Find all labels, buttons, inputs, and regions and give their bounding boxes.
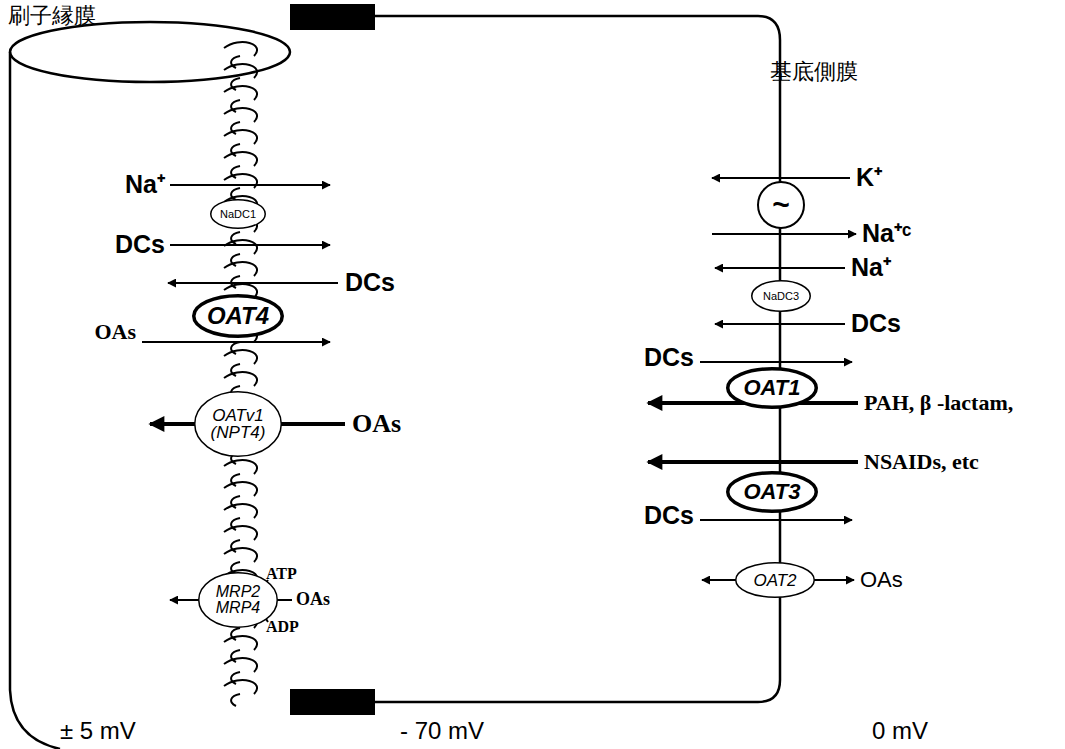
flux-arrow: [700, 519, 852, 521]
flux-arrow: [700, 361, 852, 363]
tight-junction: [290, 689, 375, 715]
membrane-name: 刷子縁膜: [8, 4, 96, 28]
substrate-label: DCs: [644, 344, 694, 372]
substrate-label: OAs: [860, 568, 903, 592]
transporter-name: OAT4: [207, 304, 269, 328]
flux-arrow: [170, 244, 330, 246]
microvillus-loop: [224, 658, 257, 672]
transporter-name: ~: [772, 190, 790, 220]
transporter-name: NaDC1: [220, 209, 256, 220]
microvillus-loop: [224, 526, 257, 540]
microvillus-loop: [224, 86, 257, 100]
flux-arrow: [170, 184, 330, 186]
substrate-label: DCs: [345, 269, 395, 297]
microvillus-loop: [231, 694, 240, 706]
flux-arrow: [168, 282, 338, 284]
flux-arrow: [715, 267, 845, 269]
transporter-name: MRP2 MRP4: [216, 584, 260, 616]
microvillus-loop: [224, 130, 257, 144]
microvillus-loop: [224, 108, 257, 122]
transporter: OATv1 (NPT4): [194, 391, 282, 457]
microvillus-loop: [224, 42, 257, 56]
na-k-atpase: ~: [757, 181, 805, 229]
microvillus-loop: [224, 680, 257, 694]
membrane-potential: 0 mV: [872, 718, 928, 744]
transporter-ellipse: [199, 573, 278, 628]
microvillus-loop: [224, 636, 257, 650]
transporter-ellipse: [736, 563, 815, 598]
substrate-label: PAH, β -lactam,: [864, 391, 1013, 415]
transporter-ellipse: [728, 473, 817, 512]
microvillus-loop: [224, 350, 257, 364]
flux-arrow: [715, 323, 845, 325]
microvillus-loop: [224, 548, 257, 562]
cotransporter: NaDC1: [210, 199, 266, 229]
substrate-label: NSAIDs, etc: [864, 450, 979, 474]
ion-label: Na⁺: [125, 171, 165, 199]
cofactor-label: ADP: [266, 618, 299, 636]
transporter-ellipse: [758, 182, 804, 228]
transporter-name: OAT3: [743, 481, 800, 503]
substrate-label: DCs: [644, 502, 694, 530]
transporter-ellipse: [752, 281, 811, 312]
cofactor-label: ATP: [266, 565, 297, 583]
microvillus-loop: [224, 262, 257, 276]
membrane-name: 基底側膜: [770, 60, 858, 84]
ion-label: Na⁺: [851, 254, 891, 282]
flux-arrow: [712, 177, 850, 179]
transporter-ellipse: [728, 369, 817, 408]
ion-label: Na⁺ᶜ: [862, 220, 911, 248]
microvillus-loop: [224, 372, 257, 386]
flux-arrow: [648, 460, 858, 464]
substrate-label: OAs: [296, 590, 330, 610]
cylinder-top: [10, 22, 290, 82]
microvillus-loop: [224, 504, 257, 518]
transporter-name: OAT1: [743, 377, 800, 399]
exchanger: OAT4: [192, 294, 284, 338]
transporter-name: OAT2: [753, 572, 796, 589]
substrate-label: DCs: [851, 310, 901, 338]
cylinder-side: [10, 52, 60, 749]
transporter-ellipse: [211, 200, 266, 229]
exchanger: OAT3: [726, 471, 818, 513]
microvillus-loop: [224, 482, 257, 496]
transport-arrows: [142, 178, 858, 622]
flux-arrow: [712, 233, 856, 235]
transporter: OAT2: [735, 562, 815, 598]
substrate-label: OAs: [352, 410, 401, 439]
transporter-name: OATv1 (NPT4): [211, 407, 266, 441]
microvillus-loop: [224, 152, 257, 166]
flux-arrow: [142, 341, 330, 343]
microvillus-loop: [224, 64, 257, 78]
transporter-name: NaDC3: [763, 291, 799, 302]
basolateral-membrane: [375, 16, 780, 702]
transporter-ellipse: [195, 392, 282, 457]
exchanger: OAT1: [726, 367, 818, 409]
microvillus-loop: [224, 240, 257, 254]
cell-outline: [10, 16, 780, 749]
tight-junction: [290, 4, 375, 30]
substrate-label: OAs: [94, 320, 136, 344]
transporter-ellipse: [194, 296, 283, 337]
membrane-potential: ± 5 mV: [60, 718, 136, 744]
microvillus-loop: [224, 460, 257, 474]
ion-label: K⁺: [856, 164, 882, 192]
membrane-potential: - 70 mV: [400, 718, 484, 744]
substrate-label: DCs: [115, 231, 165, 259]
cotransporter: NaDC3: [751, 280, 811, 312]
